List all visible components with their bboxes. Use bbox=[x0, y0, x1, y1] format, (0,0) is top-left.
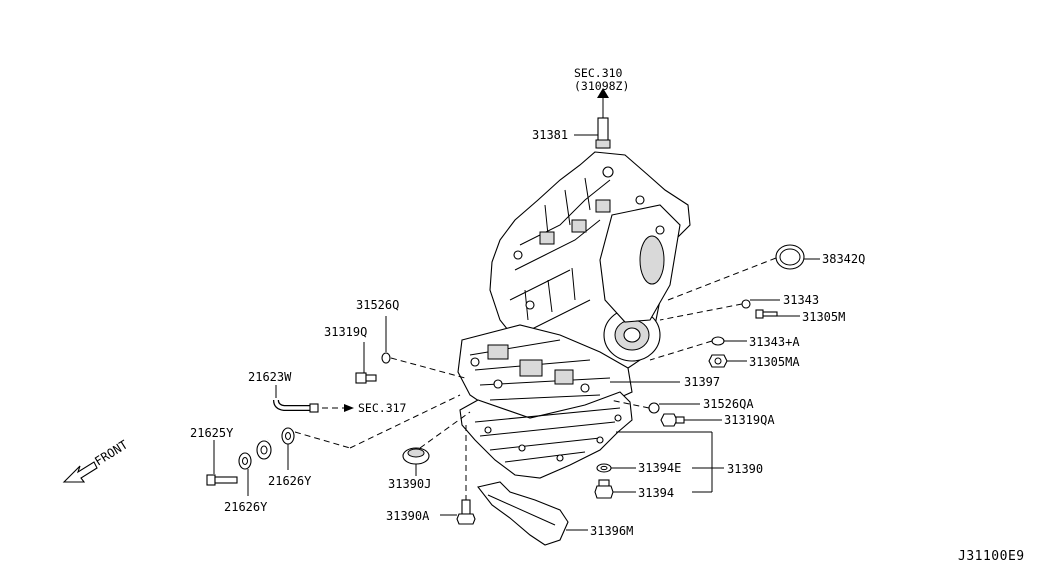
oil-pan[interactable] bbox=[459, 391, 633, 479]
washer-21626y-left[interactable] bbox=[238, 452, 252, 470]
seal-31390j[interactable] bbox=[402, 447, 430, 465]
bolt-31305m[interactable] bbox=[755, 309, 778, 319]
part-label-31526q[interactable]: 31526Q bbox=[356, 298, 399, 312]
o-ring-31343[interactable] bbox=[741, 299, 751, 309]
breather-tube[interactable] bbox=[595, 117, 611, 149]
o-ring-38342q[interactable] bbox=[775, 244, 805, 270]
part-label-31397[interactable]: 31397 bbox=[684, 375, 720, 389]
part-label-31396m[interactable]: 31396M bbox=[590, 524, 633, 538]
sec310-label[interactable]: SEC.310 bbox=[574, 66, 623, 80]
washer-31394e[interactable] bbox=[596, 463, 612, 473]
part-label-31319q[interactable]: 31319Q bbox=[324, 325, 367, 339]
group-bracket-31390 bbox=[616, 431, 724, 493]
bolt-31319q[interactable] bbox=[355, 372, 377, 384]
sec317-label[interactable]: SEC.317 bbox=[358, 401, 407, 415]
cooler-hose-21623w[interactable] bbox=[256, 396, 319, 460]
part-label-31343-a[interactable]: 31343+A bbox=[749, 335, 800, 349]
part-label-31394[interactable]: 31394 bbox=[638, 486, 674, 500]
part-label-31305m[interactable]: 31305M bbox=[802, 310, 845, 324]
part-label-31381[interactable]: 31381 bbox=[532, 128, 568, 142]
part-label-31394e[interactable]: 31394E bbox=[638, 461, 681, 475]
part-label-31305ma[interactable]: 31305MA bbox=[749, 355, 800, 369]
bolt-31319qa[interactable] bbox=[660, 413, 685, 427]
washer-21626y-right[interactable] bbox=[281, 427, 295, 445]
diagram-code: J31100E9 bbox=[958, 549, 1025, 564]
part-label-31390[interactable]: 31390 bbox=[727, 462, 763, 476]
part-label-21626y-left[interactable]: 21626Y bbox=[224, 500, 268, 514]
part-label-21625y[interactable]: 21625Y bbox=[190, 426, 234, 440]
front-arrow-icon bbox=[62, 461, 98, 483]
part-label-31526qa[interactable]: 31526QA bbox=[703, 397, 754, 411]
o-ring-31526qa[interactable] bbox=[648, 402, 660, 414]
part-label-31319qa[interactable]: 31319QA bbox=[724, 413, 775, 427]
right-arrow-icon bbox=[344, 404, 354, 412]
part-label-21626y-right[interactable]: 21626Y bbox=[268, 474, 312, 488]
bolt-21625y[interactable] bbox=[206, 474, 238, 486]
bolt-31390a[interactable] bbox=[456, 499, 476, 525]
front-label: FRONT bbox=[92, 438, 130, 469]
part-label-31390a[interactable]: 31390A bbox=[386, 509, 430, 523]
drain-plug-31394[interactable] bbox=[594, 479, 614, 499]
up-arrow-icon bbox=[597, 88, 609, 118]
o-ring-31526q[interactable] bbox=[381, 352, 391, 364]
sec310-sublabel: (31098Z) bbox=[574, 79, 629, 93]
part-label-31343[interactable]: 31343 bbox=[783, 293, 819, 307]
part-label-31390j[interactable]: 31390J bbox=[388, 477, 431, 491]
heat-shield[interactable] bbox=[477, 481, 569, 546]
plug-31305ma[interactable] bbox=[708, 354, 728, 368]
part-label-38342q[interactable]: 38342Q bbox=[822, 252, 865, 266]
o-ring-31343-a[interactable] bbox=[711, 336, 725, 346]
part-label-21623w[interactable]: 21623W bbox=[248, 370, 292, 384]
